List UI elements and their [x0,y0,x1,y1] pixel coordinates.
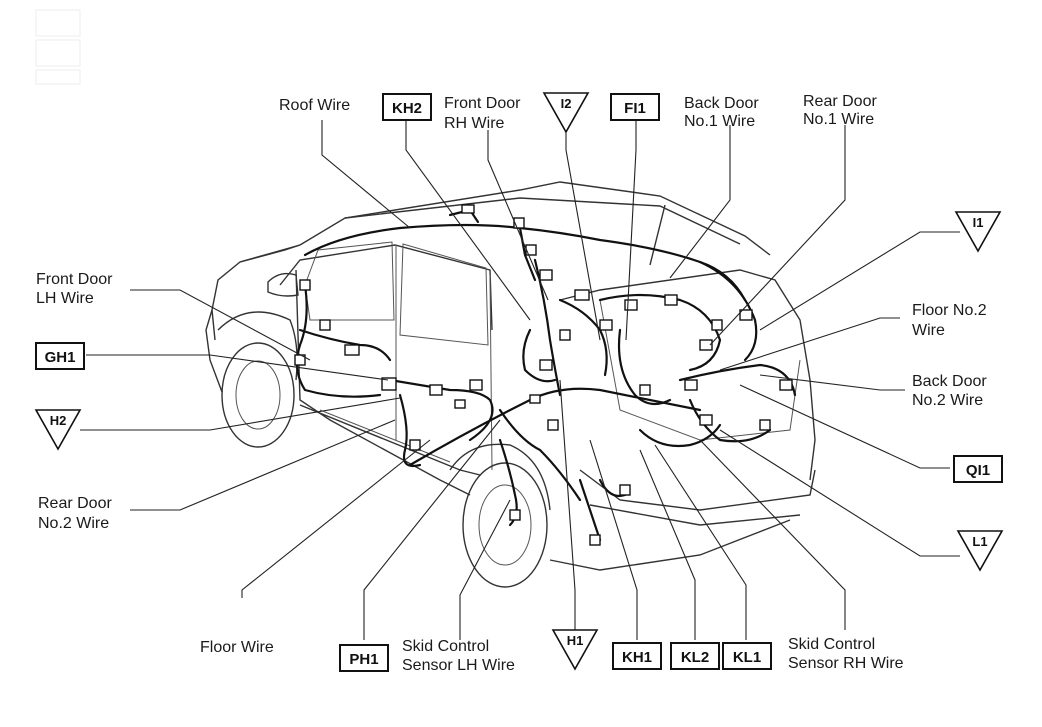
connector-box-kl1: KL1 [722,642,772,670]
connector-box-kh1: KH1 [612,642,662,670]
connector-box-kh2: KH2 [382,93,432,121]
skid-control-sensor-rh-wire-label-line2: Sensor RH Wire [788,655,904,672]
connector-code-boxes: KH2 FI1 GH1 QI1 PH1 KH1 KL2 KL1 [35,93,1003,672]
front-door-rh-wire-label-line2: RH Wire [444,115,505,132]
background-artifacts [35,9,81,85]
ground-point-h2: H2 [34,409,82,451]
back-door-no1-wire-label-line1: Back Door [684,95,759,112]
floor-no2-wire-label-line1: Floor No.2 [912,302,987,319]
front-door-lh-wire-label-line1: Front Door [36,271,113,288]
ground-point-h2-text: H2 [50,413,67,428]
ground-point-i2: I2 [542,92,590,134]
ground-point-i1: I1 [954,211,1002,253]
connector-box-fi1-text: FI1 [624,100,646,117]
connector-box-gh1-text: GH1 [45,349,76,366]
connector-box-kl2: KL2 [670,642,720,670]
connector-box-ph1-text: PH1 [349,651,378,668]
back-door-no2-wire-label-line1: Back Door [912,373,987,390]
rear-door-no1-wire-label-line2: No.1 Wire [803,111,874,128]
wire-harnesses [295,208,797,542]
connector-box-kl1-text: KL1 [733,649,761,666]
floor-wire-label: Floor Wire [200,639,274,656]
wire-labels: Roof Wire Front Door RH Wire Back Door N… [36,93,987,674]
harness-connectors [294,204,793,546]
skid-control-sensor-rh-wire-label-line1: Skid Control [788,636,875,653]
skid-control-sensor-lh-wire-label-line1: Skid Control [402,638,489,655]
roof-wire-label: Roof Wire [279,97,350,114]
ground-point-triangles: I2 I1 H2 L1 H1 [34,92,1004,671]
connector-box-ph1: PH1 [339,644,389,672]
connector-box-kh2-text: KH2 [392,100,422,117]
connector-box-qi1: QI1 [953,455,1003,483]
ground-point-l1-text: L1 [972,534,987,549]
front-door-rh-wire-label-line1: Front Door [444,95,521,112]
rear-door-no2-wire-label-line2: No.2 Wire [38,515,109,532]
ground-point-l1: L1 [956,530,1004,572]
front-door-lh-wire-label-line2: LH Wire [36,290,94,307]
skid-control-sensor-lh-wire-label-line2: Sensor LH Wire [402,657,515,674]
connector-box-kl2-text: KL2 [681,649,709,666]
ground-point-h1-text: H1 [567,633,584,648]
connector-box-gh1: GH1 [35,342,85,370]
back-door-no1-wire-label-line2: No.1 Wire [684,113,755,130]
connector-box-kh1-text: KH1 [622,649,652,666]
back-door-no2-wire-label-line2: No.2 Wire [912,392,983,409]
floor-no2-wire-label-line2: Wire [912,322,945,339]
ground-point-i1-text: I1 [973,215,984,230]
connector-box-fi1: FI1 [610,93,660,121]
leader-lines [80,120,960,640]
rear-door-no1-wire-label-line1: Rear Door [803,93,877,110]
rear-door-no2-wire-label-line1: Rear Door [38,495,112,512]
ground-point-h1: H1 [551,629,599,671]
ground-point-i2-text: I2 [561,96,572,111]
connector-box-qi1-text: QI1 [966,462,990,479]
vehicle-outline [205,181,816,588]
